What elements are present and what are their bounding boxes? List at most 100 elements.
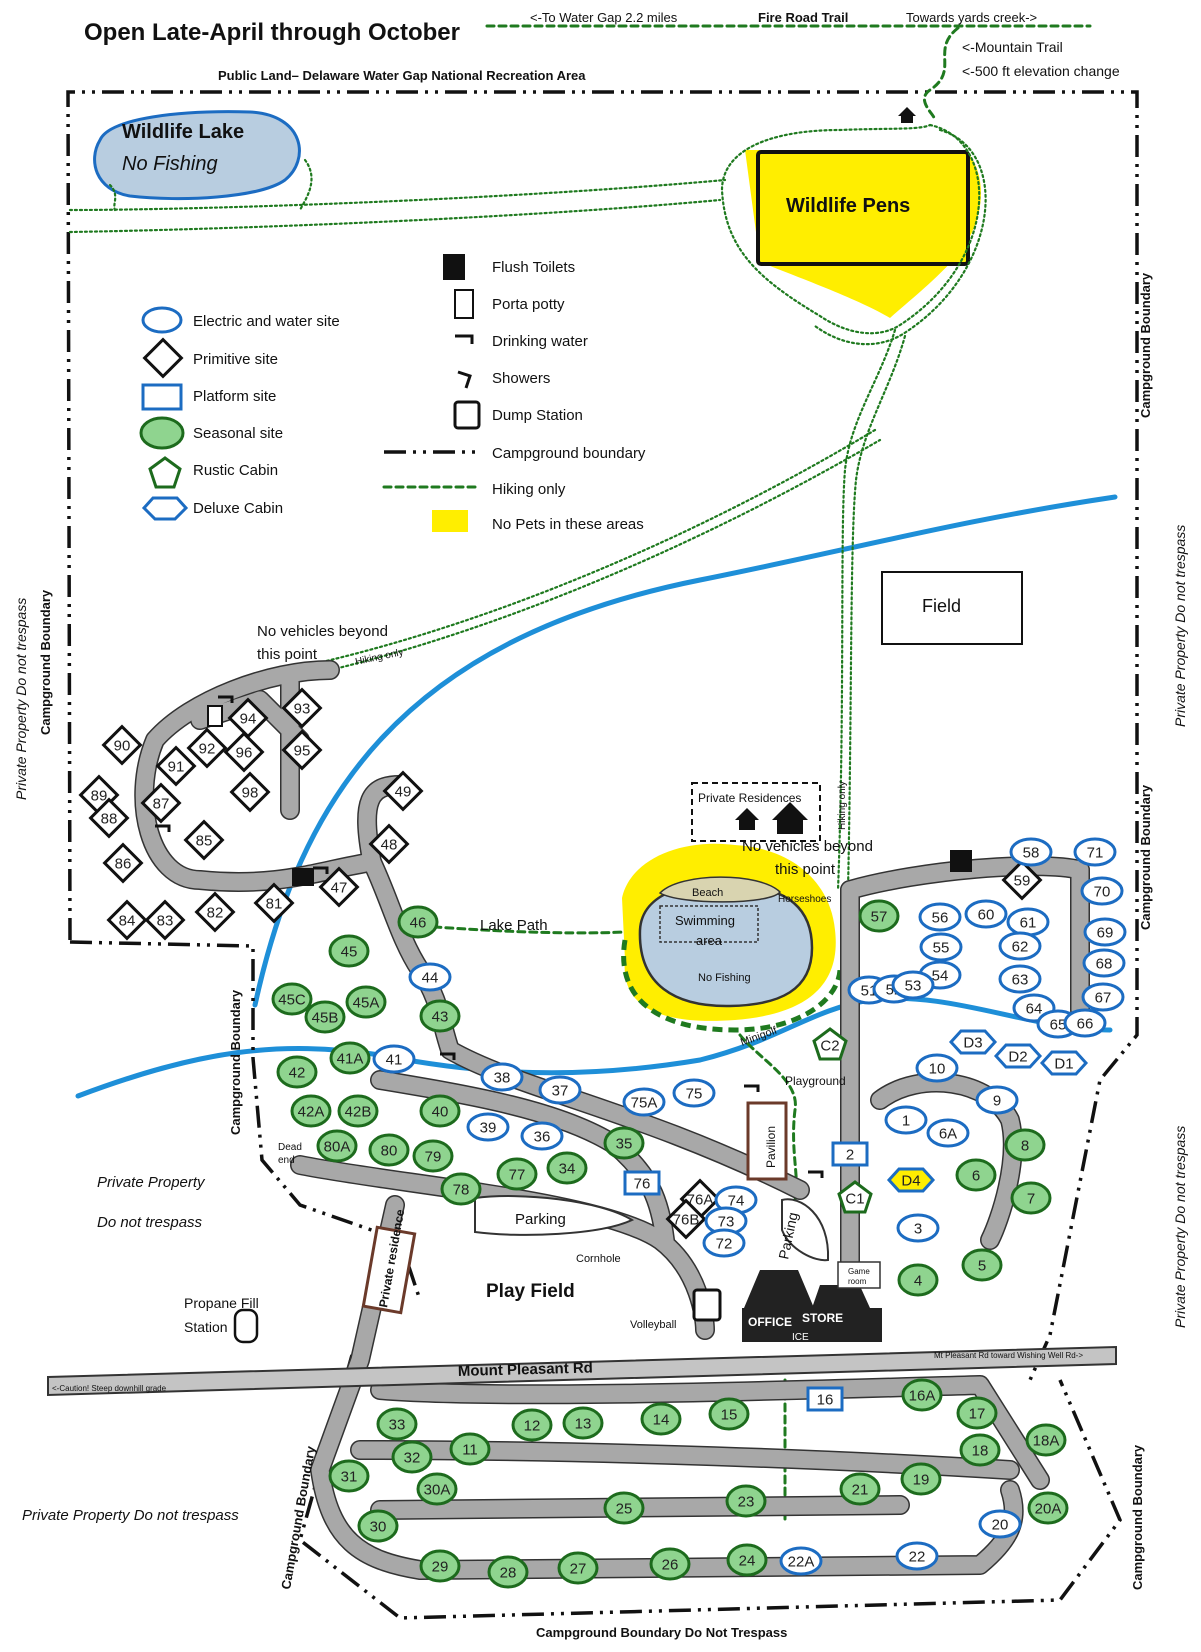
site-75a[interactable]: 75A	[622, 1087, 666, 1117]
site-58[interactable]: 58	[1009, 837, 1053, 867]
site-93[interactable]: 93	[281, 687, 323, 729]
site-d3[interactable]: D3	[948, 1029, 998, 1055]
site-32[interactable]: 32	[391, 1440, 433, 1474]
site-41a[interactable]: 41A	[329, 1041, 371, 1075]
site-40[interactable]: 40	[419, 1094, 461, 1128]
site-26[interactable]: 26	[649, 1547, 691, 1581]
site-16a[interactable]: 16A	[901, 1378, 943, 1412]
site-42a[interactable]: 42A	[290, 1094, 332, 1128]
site-86[interactable]: 86	[102, 842, 144, 884]
site-60[interactable]: 60	[964, 899, 1008, 929]
site-42[interactable]: 42	[276, 1055, 318, 1089]
site-8[interactable]: 8	[1004, 1128, 1046, 1162]
site-67[interactable]: 67	[1081, 982, 1125, 1012]
site-45b[interactable]: 45B	[304, 1000, 346, 1034]
site-81[interactable]: 81	[253, 882, 295, 924]
site-80a[interactable]: 80A	[316, 1129, 358, 1163]
site-d1[interactable]: D1	[1039, 1050, 1089, 1076]
site-16[interactable]: 16	[806, 1386, 844, 1412]
site-87[interactable]: 87	[140, 782, 182, 824]
site-33[interactable]: 33	[376, 1407, 418, 1441]
site-90[interactable]: 90	[101, 724, 143, 766]
site-55[interactable]: 55	[919, 932, 963, 962]
site-10[interactable]: 10	[915, 1053, 959, 1083]
site-92[interactable]: 92	[186, 727, 228, 769]
site-15[interactable]: 15	[708, 1397, 750, 1431]
site-85[interactable]: 85	[183, 819, 225, 861]
site-70[interactable]: 70	[1080, 876, 1124, 906]
site-9[interactable]: 9	[975, 1085, 1019, 1115]
site-20a[interactable]: 20A	[1027, 1491, 1069, 1525]
site-17[interactable]: 17	[956, 1396, 998, 1430]
site-34[interactable]: 34	[546, 1151, 588, 1185]
site-5[interactable]: 5	[961, 1248, 1003, 1282]
site-69[interactable]: 69	[1083, 917, 1127, 947]
site-44[interactable]: 44	[408, 962, 452, 992]
site-13[interactable]: 13	[562, 1406, 604, 1440]
site-23[interactable]: 23	[725, 1484, 767, 1518]
site-47[interactable]: 47	[318, 866, 360, 908]
site-37[interactable]: 37	[538, 1075, 582, 1105]
site-95[interactable]: 95	[281, 729, 323, 771]
site-53[interactable]: 53	[891, 970, 935, 1000]
site-7[interactable]: 7	[1010, 1181, 1052, 1215]
site-79[interactable]: 79	[412, 1139, 454, 1173]
site-c1[interactable]: C1	[837, 1180, 873, 1214]
site-31[interactable]: 31	[328, 1459, 370, 1493]
site-83[interactable]: 83	[144, 899, 186, 941]
site-2[interactable]: 2	[831, 1141, 869, 1167]
site-49[interactable]: 49	[382, 770, 424, 812]
site-30a[interactable]: 30A	[416, 1472, 458, 1506]
site-29[interactable]: 29	[419, 1549, 461, 1583]
site-11[interactable]: 11	[449, 1432, 491, 1466]
site-6[interactable]: 6	[955, 1158, 997, 1192]
site-71[interactable]: 71	[1073, 837, 1117, 867]
site-45a[interactable]: 45A	[345, 985, 387, 1019]
site-36[interactable]: 36	[520, 1121, 564, 1151]
site-77[interactable]: 77	[496, 1157, 538, 1191]
site-35[interactable]: 35	[603, 1126, 645, 1160]
site-41[interactable]: 41	[372, 1044, 416, 1074]
site-14[interactable]: 14	[640, 1402, 682, 1436]
site-84[interactable]: 84	[106, 899, 148, 941]
site-46[interactable]: 46	[397, 905, 439, 939]
site-18[interactable]: 18	[959, 1433, 1001, 1467]
site-c2[interactable]: C2	[812, 1027, 848, 1061]
site-42b[interactable]: 42B	[337, 1094, 379, 1128]
site-3[interactable]: 3	[896, 1213, 940, 1243]
site-30[interactable]: 30	[357, 1509, 399, 1543]
site-96[interactable]: 96	[223, 731, 265, 773]
site-98[interactable]: 98	[229, 771, 271, 813]
site-d4[interactable]: D4	[886, 1167, 936, 1193]
site-24[interactable]: 24	[726, 1543, 768, 1577]
site-22[interactable]: 22	[895, 1541, 939, 1571]
site-21[interactable]: 21	[839, 1472, 881, 1506]
site-56[interactable]: 56	[918, 902, 962, 932]
site-25[interactable]: 25	[603, 1491, 645, 1525]
site-1[interactable]: 1	[884, 1105, 928, 1135]
site-78[interactable]: 78	[440, 1172, 482, 1206]
site-76b[interactable]: 76B	[665, 1198, 707, 1240]
site-4[interactable]: 4	[897, 1263, 939, 1297]
site-18a[interactable]: 18A	[1025, 1423, 1067, 1457]
site-82[interactable]: 82	[194, 891, 236, 933]
site-91[interactable]: 91	[155, 745, 197, 787]
site-62[interactable]: 62	[998, 931, 1042, 961]
site-80[interactable]: 80	[368, 1133, 410, 1167]
site-88[interactable]: 88	[88, 797, 130, 839]
site-72[interactable]: 72	[702, 1228, 746, 1258]
site-66[interactable]: 66	[1063, 1008, 1107, 1038]
site-45[interactable]: 45	[328, 934, 370, 968]
site-45c[interactable]: 45C	[271, 982, 313, 1016]
site-43[interactable]: 43	[419, 999, 461, 1033]
site-28[interactable]: 28	[487, 1555, 529, 1589]
site-6a[interactable]: 6A	[926, 1118, 970, 1148]
site-48[interactable]: 48	[368, 823, 410, 865]
site-61[interactable]: 61	[1006, 907, 1050, 937]
site-76[interactable]: 76	[623, 1170, 661, 1196]
site-59[interactable]: 59	[1001, 859, 1043, 901]
site-19[interactable]: 19	[900, 1462, 942, 1496]
site-22a[interactable]: 22A	[779, 1546, 823, 1576]
site-63[interactable]: 63	[998, 964, 1042, 994]
site-75[interactable]: 75	[672, 1078, 716, 1108]
